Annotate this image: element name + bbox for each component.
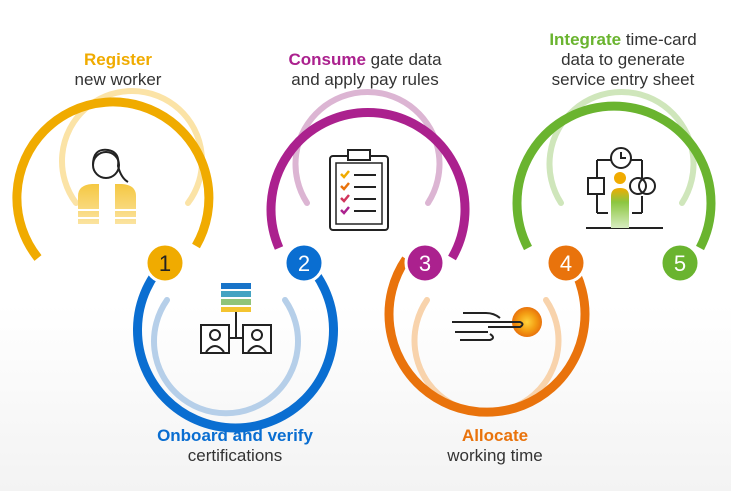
step-5-desc: data to generate <box>561 50 685 69</box>
step-4-desc: working time <box>447 446 543 465</box>
step-4-label: Allocate working time <box>400 426 590 466</box>
step-2-number: 2 <box>298 251 310 276</box>
step-3-label: Consume gate data and apply pay rules <box>270 50 460 90</box>
step-4-number: 4 <box>560 251 572 276</box>
step-3-number: 3 <box>419 251 431 276</box>
step-4-number-badge: 4 <box>545 242 587 284</box>
step-1-desc: new worker <box>74 70 162 89</box>
step-5-number: 5 <box>674 251 686 276</box>
step-3-inner-arc <box>292 88 443 206</box>
worker-person-icon <box>78 148 136 224</box>
step-5-number-badge: 5 <box>659 242 701 284</box>
step-2-title: Onboard and verify <box>157 426 313 445</box>
process-integration-icon <box>586 147 663 229</box>
step-4-arc <box>384 256 590 417</box>
step-1-label: Register new worker <box>28 50 208 90</box>
step-3-number-badge: 3 <box>404 242 446 284</box>
step-1-title: Register <box>83 50 153 69</box>
step-1-number: 1 <box>159 251 171 276</box>
step-2-label: Onboard and verify certifications <box>130 426 340 466</box>
step-2-desc: certifications <box>187 446 283 465</box>
step-5-inner-arc <box>546 88 697 206</box>
step-3-title-rest: gate data <box>365 50 442 69</box>
step-1-number-badge: 1 <box>144 242 186 284</box>
step-2-arc <box>133 255 338 433</box>
step-1-arc <box>12 97 214 261</box>
step-3-arc <box>266 107 470 261</box>
step-5-title-rest: time-card <box>621 30 697 49</box>
step-2-inner-arc <box>151 297 301 417</box>
step-5-label: Integrate time-card data to generate ser… <box>523 30 723 90</box>
step-5-title: Integrate <box>549 30 622 49</box>
step-4-title: Allocate <box>461 426 529 445</box>
hand-pressing-button-icon <box>452 307 542 341</box>
step-3-title: Consume <box>288 50 366 69</box>
org-chart-icon <box>200 283 272 354</box>
step-5-arc <box>512 101 716 251</box>
clipboard-checklist-icon <box>329 149 389 231</box>
step-5-desc-2: service entry sheet <box>551 70 695 89</box>
step-2-number-badge: 2 <box>283 242 325 284</box>
step-3-desc: and apply pay rules <box>291 70 439 89</box>
